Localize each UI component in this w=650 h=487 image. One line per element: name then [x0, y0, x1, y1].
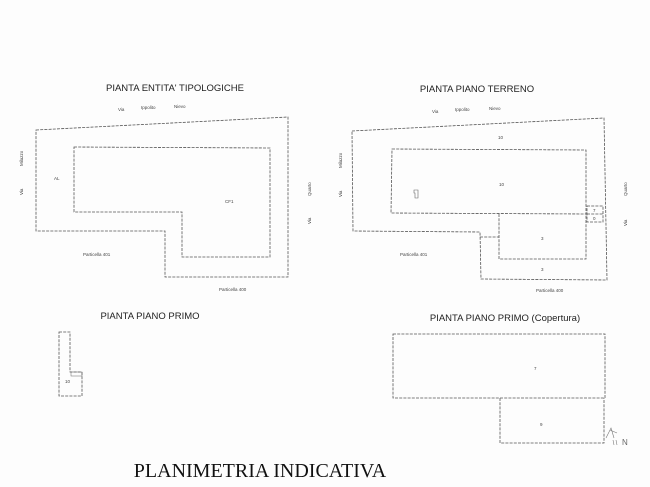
area-label: 10: [498, 135, 504, 140]
plan-primo: PIANTA PIANO PRIMO 10: [58, 311, 200, 397]
street-label: Nievo: [174, 104, 186, 109]
street-label: Milazzo: [338, 152, 343, 168]
area-label: 10: [65, 379, 71, 384]
parcel-label: Particella 400: [536, 288, 564, 293]
street-label: Quarto: [307, 182, 312, 196]
compass-icon: [605, 427, 618, 446]
building-outline: [390, 148, 587, 215]
parcel-label: Particella 401: [400, 252, 428, 257]
building-outline: [73, 146, 271, 258]
street-label: Via: [338, 190, 343, 197]
street-label: Nievo: [489, 106, 501, 111]
roof-outline: [499, 398, 605, 444]
area-label: 9: [540, 422, 543, 427]
street-label: Via: [623, 219, 628, 226]
area-label: 0: [593, 216, 596, 221]
street-label: Via: [19, 188, 24, 195]
area-label: 7: [534, 366, 537, 371]
compass-label: N: [622, 438, 628, 447]
balcony: [70, 371, 83, 377]
street-label: Ippolito: [141, 105, 156, 110]
roof-outline: [392, 333, 606, 399]
lot-outline: [351, 117, 608, 281]
wing-outline: [498, 214, 587, 260]
lot-outline: [35, 116, 289, 278]
area-label: CF1: [225, 199, 234, 204]
area-label: 3: [541, 236, 544, 241]
north-compass: N: [605, 427, 628, 447]
plan-title: PIANTA PIANO PRIMO: [100, 311, 199, 322]
plan-copertura: PIANTA PIANO PRIMO (Copertura) 7 9: [392, 313, 606, 444]
plan-title: PIANTA PIANO PRIMO (Copertura): [430, 313, 580, 324]
street-label: Via: [432, 109, 439, 114]
plan-title: PIANTA ENTITA' TIPOLOGICHE: [106, 83, 244, 94]
parcel-label: Particella 401: [83, 252, 111, 257]
area-label: AL: [54, 176, 60, 181]
plan-terreno: PIANTA PIANO TERRENO Via Ippolito Nievo …: [338, 84, 628, 293]
street-label: Quarto: [623, 182, 628, 196]
street-label: Ippolito: [455, 107, 470, 112]
street-label: Via: [118, 107, 125, 112]
plan-title: PIANTA PIANO TERRENO: [420, 84, 534, 95]
area-label: 10: [499, 182, 505, 187]
floor-outline: [58, 331, 83, 397]
plan-tipologiche: PIANTA ENTITA' TIPOLOGICHE Via Ippolito …: [19, 83, 312, 292]
document-title: PLANIMETRIA INDICATIVA: [134, 460, 387, 482]
street-label: Via: [307, 217, 312, 224]
area-label: 3: [541, 267, 544, 272]
stair-icon: [413, 189, 419, 199]
parcel-label: Particella 400: [219, 287, 247, 292]
area-label: 7: [593, 208, 596, 213]
street-label: Milazzo: [19, 150, 24, 166]
